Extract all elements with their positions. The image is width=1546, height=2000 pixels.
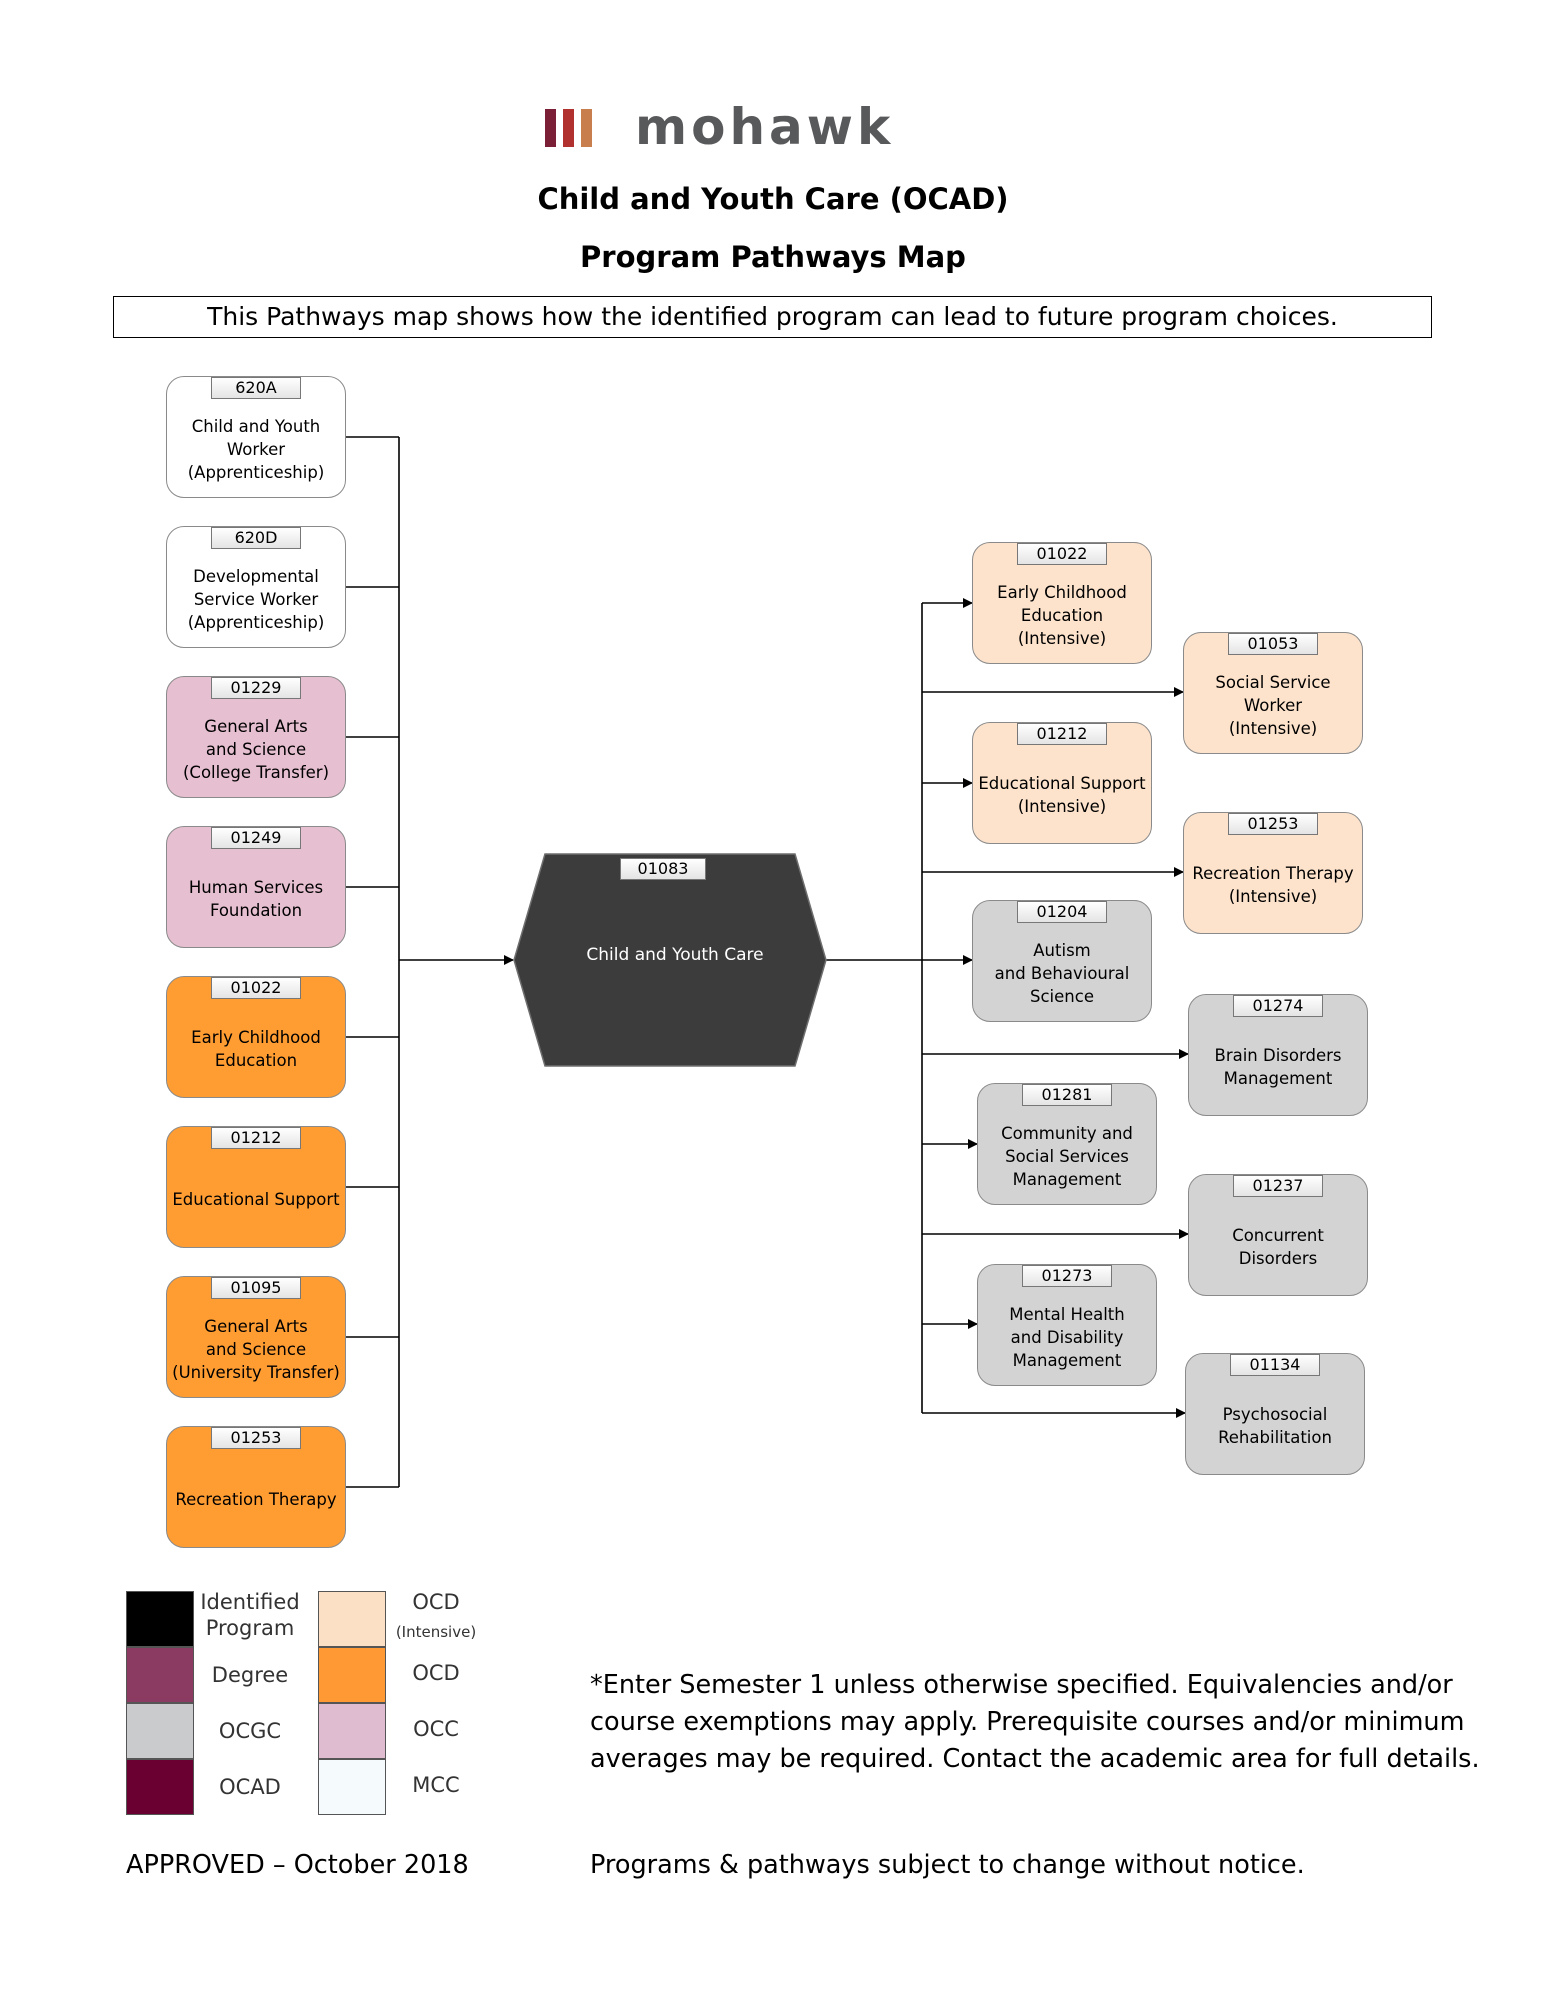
legend-swatch-ocd (318, 1647, 386, 1703)
program-name: Social Service Worker (Intensive) (1215, 672, 1331, 738)
program-name: Educational Support (Intensive) (978, 774, 1146, 816)
legend-swatch-identified (126, 1591, 194, 1647)
legend-label-ocd-intensive-sub: (Intensive) (395, 1623, 477, 1641)
program-code: 01253 (211, 1427, 301, 1449)
legend-label-degree: Degree (211, 1663, 289, 1687)
entry-note: *Enter Semester 1 unless otherwise speci… (590, 1670, 1480, 1774)
program-name: Early Childhood Education (Intensive) (997, 582, 1127, 648)
incoming-node: 01022 Early Childhood Education (166, 976, 346, 1098)
program-name: Human Services Foundation (188, 878, 324, 920)
program-code: 01253 (1228, 813, 1318, 835)
program-code: 620D (211, 527, 301, 549)
program-code: 01273 (1022, 1265, 1112, 1287)
outgoing-node: 01022 Early Childhood Education (Intensi… (972, 542, 1152, 664)
logo-bar-3 (581, 109, 592, 147)
description-box: This Pathways map shows how the identifi… (113, 296, 1432, 338)
program-name: Developmental Service Worker (Apprentice… (187, 566, 325, 632)
program-code: 01022 (1017, 543, 1107, 565)
program-name: Mental Health and Disability Management (1009, 1304, 1125, 1370)
program-code: 01053 (1228, 633, 1318, 655)
legend-swatch-occ (318, 1703, 386, 1759)
program-name: Early Childhood Education (191, 1028, 321, 1070)
legend-swatch-degree (126, 1647, 194, 1703)
program-code: 620A (211, 377, 301, 399)
incoming-node: 01229 General Arts and Science (College … (166, 676, 346, 798)
logo-bar-2 (563, 109, 574, 147)
legend-label-ocgc: OCGC (218, 1719, 282, 1743)
outgoing-node: 01204 Autism and Behavioural Science (972, 900, 1152, 1022)
legend: Identified Program Degree OCGC OCAD OCD … (118, 1567, 490, 1837)
outgoing-node: 01281 Community and Social Services Mana… (977, 1083, 1157, 1205)
program-name: Recreation Therapy (175, 1489, 337, 1509)
program-code: 01281 (1022, 1084, 1112, 1106)
program-name: Community and Social Services Management (1001, 1123, 1133, 1189)
legend-label-ocd: OCD (412, 1661, 460, 1685)
outgoing-node: 01273 Mental Health and Disability Manag… (977, 1264, 1157, 1386)
program-code: 01212 (211, 1127, 301, 1149)
program-name: Autism and Behavioural Science (994, 940, 1130, 1006)
program-name: Psychosocial Rehabilitation (1218, 1405, 1332, 1447)
legend-label-occ: OCC (413, 1717, 459, 1741)
program-name: Educational Support (172, 1189, 340, 1209)
program-name: General Arts and Science (College Transf… (182, 716, 330, 782)
legend-swatch-mcc (318, 1759, 386, 1815)
incoming-node: 01095 General Arts and Science (Universi… (166, 1276, 346, 1398)
incoming-node: 620A Child and Youth Worker (Apprentices… (166, 376, 346, 498)
legend-label-identified: Identified Program (200, 1590, 300, 1640)
program-code: 01022 (211, 977, 301, 999)
program-code: 01204 (1017, 901, 1107, 923)
program-code: 01237 (1233, 1175, 1323, 1197)
program-code: 01134 (1230, 1354, 1320, 1376)
outgoing-node: 01134 Psychosocial Rehabilitation (1185, 1353, 1365, 1475)
outgoing-node: 01253 Recreation Therapy (Intensive) (1183, 812, 1363, 934)
legend-label-ocad: OCAD (219, 1775, 281, 1799)
outgoing-node: 01274 Brain Disorders Management (1188, 994, 1368, 1116)
program-name: General Arts and Science (University Tra… (172, 1316, 340, 1382)
program-name: Recreation Therapy (Intensive) (1192, 864, 1354, 906)
incoming-node: 620D Developmental Service Worker (Appre… (166, 526, 346, 648)
incoming-node: 01212 Educational Support (166, 1126, 346, 1248)
legend-swatch-ocad (126, 1759, 194, 1815)
program-name: Concurrent Disorders (1232, 1226, 1324, 1268)
legend-label-mcc: MCC (412, 1773, 460, 1797)
outgoing-node: 01053 Social Service Worker (Intensive) (1183, 632, 1363, 754)
legend-swatch-ocgc (126, 1703, 194, 1759)
page-title: Child and Youth Care (OCAD) (537, 182, 1009, 216)
program-name: Brain Disorders Management (1214, 1046, 1342, 1088)
outgoing-node: 01212 Educational Support (Intensive) (972, 722, 1152, 844)
legend-label-ocd-intensive: OCD (412, 1590, 460, 1614)
program-code: 01229 (211, 677, 301, 699)
change-disclaimer: Programs & pathways subject to change wi… (590, 1850, 1305, 1880)
page-subtitle: Program Pathways Map (580, 240, 966, 274)
identified-program-name: Child and Youth Care (586, 945, 764, 965)
incoming-node: 01253 Recreation Therapy (166, 1426, 346, 1548)
outgoing-node: 01237 Concurrent Disorders (1188, 1174, 1368, 1296)
incoming-node: 01249 Human Services Foundation (166, 826, 346, 948)
logo-bar-1 (545, 109, 556, 147)
mohawk-logo: mohawk (545, 99, 985, 155)
program-code: 01274 (1233, 995, 1323, 1017)
program-name: Child and Youth Worker (Apprenticeship) (187, 416, 325, 482)
program-code: 01095 (211, 1277, 301, 1299)
logo-wordmark: mohawk (635, 98, 895, 156)
program-code: 01249 (211, 827, 301, 849)
approval-date: APPROVED – October 2018 (126, 1850, 469, 1880)
identified-program-code: 01083 (620, 858, 706, 880)
program-code: 01212 (1017, 723, 1107, 745)
legend-swatch-ocd-intensive (318, 1591, 386, 1647)
